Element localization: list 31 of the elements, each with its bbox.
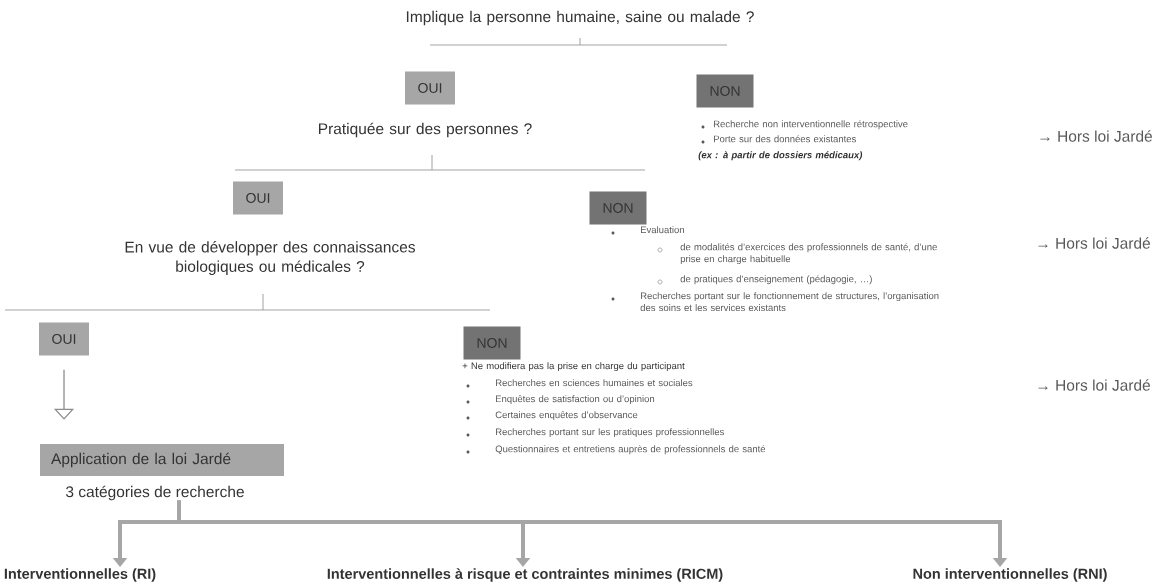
answer-box: NON <box>696 74 754 108</box>
list-item: de pratiques d’enseignement (pédagogie, …) <box>657 275 872 285</box>
list-item: de modalités d’exercices des professionnels de santé, d’une prise en charge habituelle <box>657 243 937 265</box>
list-item: Recherches portant sur le fonctionnement de structures, l’organisation des soins et les services existants <box>611 292 939 312</box>
answer-box: OUI <box>405 71 455 105</box>
outcome-label: → Hors loi Jardé <box>1040 130 1152 142</box>
list-item: Evaluation <box>611 226 684 235</box>
outcome-label: → Hors loi Jardé <box>1038 237 1150 249</box>
category-label: Interventionnelles (RI) <box>4 568 156 582</box>
list-item: Porte sur des données existantes <box>701 135 856 144</box>
list-item: Enquêtes de satisfaction ou d’opinion <box>466 395 655 405</box>
outcome-label: → Hors loi Jardé <box>1038 379 1150 391</box>
question-text: Pratiquée sur des personnes ? <box>319 122 532 138</box>
arrow <box>177 500 1008 567</box>
list-item: Questionnaires et entretiens auprès de professionnels de santé <box>466 445 766 455</box>
category-label: Non interventionnelles (RNI) <box>913 568 1107 582</box>
question-text: Implique la personne humaine, saine ou malade ? <box>406 10 754 26</box>
list-item: Certaines enquêtes d’observance <box>466 411 638 421</box>
answer-box: OUI <box>39 322 89 356</box>
list-item: + Ne modifiera pas la prise en charge du participant <box>462 362 685 372</box>
question-text: En vue de développer des connaissances biologiques ou médicales ? <box>125 241 415 275</box>
answer-box: NON <box>589 191 647 225</box>
answer-box: OUI <box>233 181 283 215</box>
caption-text: 3 catégories de recherche <box>66 485 244 501</box>
answer-box: NON <box>463 326 521 360</box>
list-item: Recherches en sciences humaines et sociales <box>466 379 693 388</box>
category-box: Application de la loi Jardé <box>40 444 284 476</box>
list-item: Recherches portant sur les pratiques professionnelles <box>466 428 724 438</box>
category-label: Interventionnelles à risque et contraintes minimes (RICM) <box>327 568 723 582</box>
list-item: (ex : à partir de dossiers médicaux) <box>698 151 863 161</box>
list-item: Recherche non interventionnelle rétrospective <box>701 120 908 130</box>
